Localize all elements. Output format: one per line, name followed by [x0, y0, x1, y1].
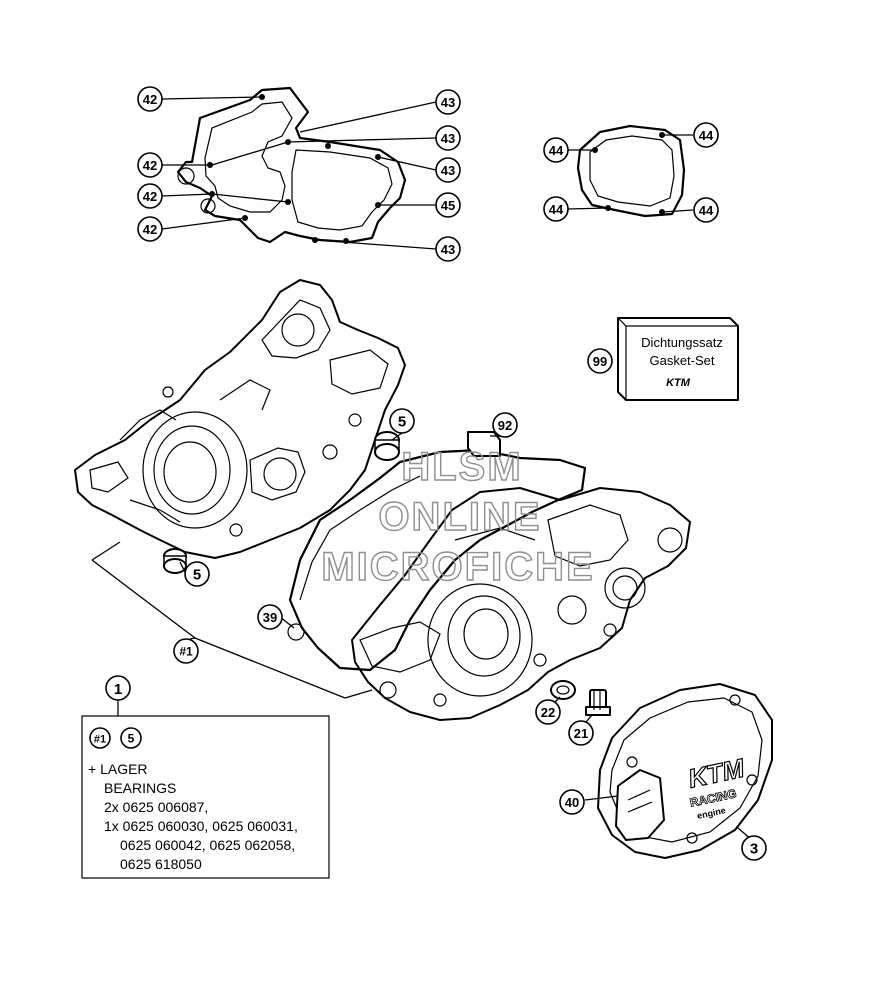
callout-45: 45: [435, 192, 461, 218]
svg-text:99: 99: [593, 354, 607, 369]
note-line2: BEARINGS: [104, 780, 176, 796]
bearing-lower: [163, 548, 187, 574]
svg-text:44: 44: [699, 203, 714, 218]
note-callout-hash1: #1: [89, 727, 111, 749]
drain-plug: [585, 689, 611, 723]
svg-text:1: 1: [114, 681, 122, 698]
svg-text:43: 43: [441, 95, 455, 110]
callout-43-b: 43: [435, 125, 461, 151]
callout-44-c: 44: [543, 196, 569, 222]
note-callout-5: 5: [120, 727, 142, 749]
svg-text:42: 42: [143, 189, 157, 204]
svg-text:44: 44: [699, 128, 714, 143]
bearing-upper: [374, 431, 400, 461]
svg-text:44: 44: [549, 202, 564, 217]
svg-text:#1: #1: [94, 734, 106, 746]
gasket-bolt-dots: [207, 94, 381, 244]
callout-44-a: 44: [543, 137, 569, 163]
callout-43-c: 43: [435, 157, 461, 183]
gasket-set-box: Dichtungssatz Gasket-Set KTM: [617, 317, 739, 401]
svg-text:43: 43: [441, 131, 455, 146]
ignition-cover-gasket: [567, 124, 694, 218]
callout-92: 92: [492, 412, 518, 438]
svg-text:#1: #1: [179, 645, 193, 659]
gasket-box-logo: KTM: [666, 377, 691, 389]
right-crankcase-half: [351, 487, 691, 721]
note-line6: 0625 618050: [120, 856, 202, 872]
svg-text:39: 39: [263, 610, 277, 625]
callout-39: 39: [257, 604, 283, 630]
svg-text:5: 5: [193, 567, 201, 584]
svg-text:5: 5: [398, 414, 406, 431]
case-center-gasket: [287, 448, 587, 672]
note-line5: 0625 060042, 0625 062058,: [120, 837, 295, 853]
svg-text:43: 43: [441, 242, 455, 257]
svg-text:21: 21: [574, 726, 588, 741]
watermark: HLSM ONLINE MICROFICHE: [321, 444, 594, 589]
gasket-box-line2: Gasket-Set: [649, 353, 714, 368]
svg-text:45: 45: [441, 198, 455, 213]
svg-text:43: 43: [441, 163, 455, 178]
svg-text:44: 44: [549, 143, 564, 158]
callout-99: 99: [587, 348, 613, 374]
callout-21: 21: [568, 720, 594, 746]
watermark-line2: ONLINE: [378, 495, 541, 539]
callout-40: 40: [559, 789, 585, 815]
callout-5-upper: 5: [389, 408, 415, 434]
svg-text:40: 40: [565, 795, 579, 810]
bearing-note-box: #1 5 + LAGER BEARINGS 2x 0625 006087, 1x…: [81, 700, 330, 879]
callout-1: 1: [105, 675, 131, 701]
svg-text:92: 92: [498, 418, 512, 433]
callout-43-d: 43: [435, 236, 461, 262]
callout-44-d: 44: [693, 197, 719, 223]
callout-5-lower: 5: [184, 561, 210, 587]
dowel-clip: [467, 431, 501, 457]
callout-42-d: 42: [137, 216, 163, 242]
svg-text:5: 5: [128, 732, 135, 746]
note-line4: 1x 0625 060030, 0625 060031,: [104, 818, 298, 834]
svg-text:3: 3: [750, 841, 758, 858]
assembly-bracket-lines: [91, 432, 505, 699]
callout-42-c: 42: [137, 183, 163, 209]
callout-22: 22: [535, 699, 561, 725]
callout-42-a: 42: [137, 86, 163, 112]
svg-text:42: 42: [143, 222, 157, 237]
callout-3: 3: [741, 835, 767, 861]
watermark-line3: MICROFICHE: [321, 545, 594, 589]
note-line1: + LAGER: [88, 761, 148, 777]
callout-42-b: 42: [137, 152, 163, 178]
watermark-line1: HLSM: [401, 445, 522, 489]
left-crankcase-half: [74, 279, 406, 559]
svg-text:42: 42: [143, 92, 157, 107]
callout-hash1: #1: [173, 638, 199, 664]
svg-text:42: 42: [143, 158, 157, 173]
leader-lines-top-left: [161, 96, 437, 250]
note-line3: 2x 0625 006087,: [104, 799, 208, 815]
svg-text:22: 22: [541, 705, 555, 720]
gasket-box-line1: Dichtungssatz: [641, 335, 723, 350]
callout-43-a: 43: [435, 89, 461, 115]
callout-44-b: 44: [693, 122, 719, 148]
ignition-cover: KTM RACING engine: [584, 683, 773, 859]
